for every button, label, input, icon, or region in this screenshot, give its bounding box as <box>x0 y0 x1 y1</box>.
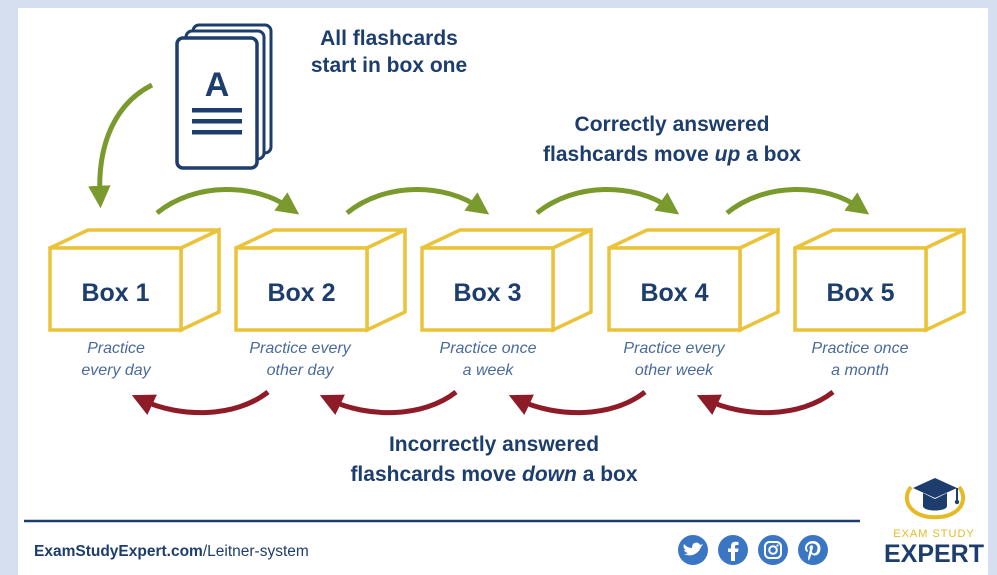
box-5-freq-line2: a month <box>831 362 889 379</box>
down-arrow-5-4 <box>696 390 835 416</box>
instagram-icon[interactable] <box>758 535 788 565</box>
down-note-line2: flashcards move down a box <box>350 463 637 486</box>
down-arrow-4-3 <box>508 390 647 416</box>
flashcard-stack-icon: A <box>175 23 273 170</box>
up-arrow-4-5 <box>725 187 870 215</box>
frame-border-left <box>0 0 16 575</box>
up-arrow-2-3 <box>345 187 490 215</box>
pinterest-icon[interactable] <box>798 535 828 565</box>
box-2: Box 2 <box>234 227 407 333</box>
box-5: Box 5 <box>793 227 966 333</box>
start-arrow <box>88 82 154 209</box>
up-arrow-3-4 <box>535 187 680 215</box>
box-3-freq-line1: Practice once <box>440 340 537 357</box>
box-5-freq-line1: Practice once <box>812 340 909 357</box>
frame-border-right <box>989 0 997 575</box>
card-letter: A <box>205 66 230 104</box>
box-4-freq-line2: other week <box>635 362 714 379</box>
box-4-freq-line1: Practice every <box>623 340 725 357</box>
box-1-freq-line2: every day <box>81 362 151 379</box>
top-note-line2: start in box one <box>311 54 467 77</box>
up-note-line1: Correctly answered <box>575 113 770 136</box>
box-4-label: Box 4 <box>640 279 708 307</box>
box-1-label: Box 1 <box>81 279 149 307</box>
box-2-freq-line2: other day <box>267 362 335 379</box>
box-2-label: Box 2 <box>267 279 335 307</box>
box-3-freq-line2: a week <box>463 362 515 379</box>
footer-url: ExamStudyExpert.com/Leitner-system <box>34 543 309 560</box>
exam-study-expert-logo: EXAM STUDY EXPERT <box>884 478 984 568</box>
frame-border-top <box>0 0 997 8</box>
down-note-line1: Incorrectly answered <box>389 433 599 456</box>
up-arrow-1-2 <box>155 187 300 215</box>
logo-top-text: EXAM STUDY <box>893 528 975 540</box>
twitter-icon[interactable] <box>678 535 708 565</box>
facebook-icon[interactable] <box>718 535 748 565</box>
up-note-line2: flashcards move up a box <box>543 143 801 166</box>
box-5-label: Box 5 <box>826 279 894 307</box>
box-4: Box 4 <box>607 227 780 333</box>
box-2-freq-line1: Practice every <box>249 340 351 357</box>
box-1-freq-line1: Practice <box>87 340 145 357</box>
down-arrow-2-1 <box>131 390 270 416</box>
logo-bottom-text: EXPERT <box>884 540 984 568</box>
box-1: Box 1 <box>48 227 221 333</box>
down-arrow-3-2 <box>319 390 458 416</box>
top-note-line1: All flashcards <box>320 27 458 50</box>
box-3: Box 3 <box>420 227 593 333</box>
box-3-label: Box 3 <box>453 279 521 307</box>
